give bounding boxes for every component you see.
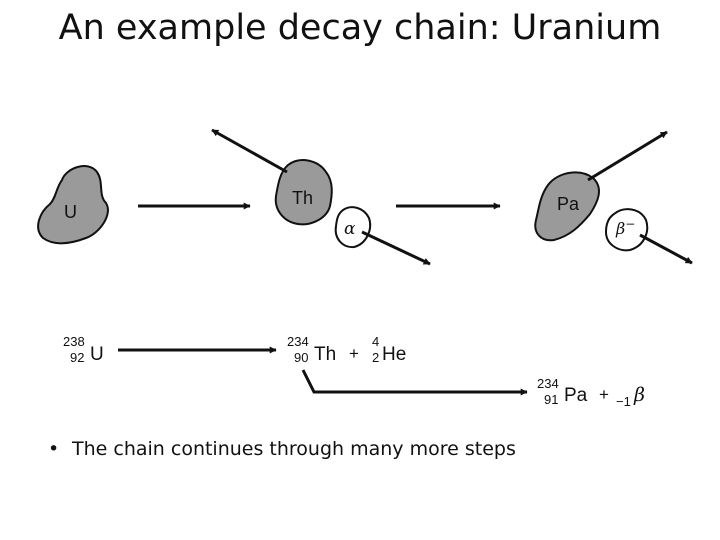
beta-symbol: β: [615, 219, 625, 238]
ejected-arrow-up-right: [587, 130, 668, 182]
slide-title: An example decay chain: Uranium: [58, 8, 662, 48]
thorium-nucleus: [274, 159, 333, 226]
u-atomic-number: 92: [70, 350, 84, 365]
he-mass-number: 4: [372, 334, 379, 349]
u-symbol: U: [90, 344, 104, 365]
th-symbol: Th: [314, 344, 336, 365]
thorium-label: Th: [292, 188, 313, 208]
alpha-particle: [334, 206, 372, 249]
he-atomic-number: 2: [372, 350, 379, 365]
alpha-arrow: [361, 230, 431, 266]
beta-subscript: −1: [616, 394, 631, 409]
th-mass-number: 234: [287, 334, 309, 349]
plus-sign-1: +: [349, 344, 359, 363]
protactinium-label: Pa: [557, 194, 580, 214]
uranium-label: U: [64, 202, 77, 222]
uranium-nucleus: [37, 165, 109, 245]
plus-sign-2: +: [599, 385, 609, 404]
protactinium-nucleus: [534, 171, 600, 242]
bullet-text: The chain continues through many more st…: [72, 438, 516, 460]
beta-charge: −: [625, 217, 635, 231]
beta-label: β−: [615, 217, 635, 238]
ejected-arrow-up-left: [211, 128, 288, 174]
pa-mass-number: 234: [537, 376, 559, 391]
pa-atomic-number: 91: [544, 392, 558, 407]
pa-symbol: Pa: [564, 385, 588, 406]
beta-symbol-equation: β: [633, 384, 645, 406]
he-symbol: He: [382, 344, 406, 365]
alpha-label: α: [344, 219, 356, 239]
th-atomic-number: 90: [294, 350, 308, 365]
bullet-marker: •: [48, 438, 60, 460]
bullet-item: • The chain continues through many more …: [48, 438, 516, 460]
equation-arrow-2: [301, 369, 528, 396]
beta-arrow: [639, 233, 693, 265]
u-mass-number: 238: [63, 334, 85, 349]
beta-particle: [604, 208, 649, 252]
